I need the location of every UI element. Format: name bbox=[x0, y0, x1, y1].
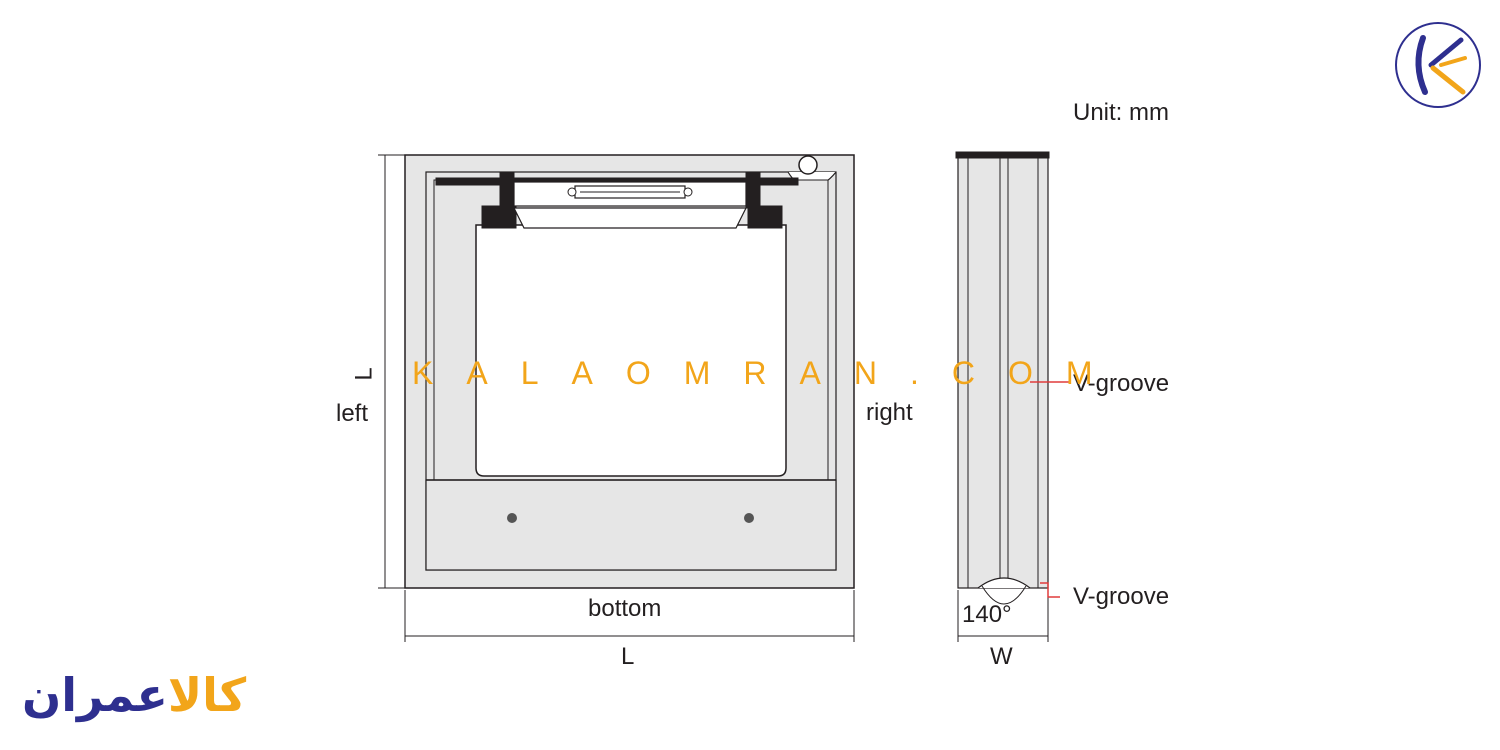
vial-screw-right bbox=[683, 187, 693, 197]
width-label: W bbox=[990, 643, 1013, 670]
v-groove-top-label: V-groove bbox=[1073, 370, 1170, 397]
brand-logo: کالاعمران bbox=[22, 672, 248, 718]
kalaomran-k-logo-icon bbox=[1395, 22, 1481, 108]
angle-label: 140° bbox=[962, 601, 1012, 628]
side-view bbox=[955, 151, 1050, 642]
left-label: left bbox=[336, 400, 369, 427]
window-opening bbox=[475, 224, 787, 477]
clamp-right-foot bbox=[747, 205, 783, 229]
length-bottom-label: L bbox=[621, 643, 635, 670]
side-top-cap bbox=[955, 151, 1050, 159]
brand-logo-main: عمران bbox=[22, 668, 170, 722]
clamp-left-foot bbox=[481, 205, 517, 229]
clamp-left-post bbox=[499, 171, 515, 209]
right-label: right bbox=[866, 399, 913, 426]
brand-logo-accent: کالا bbox=[167, 668, 248, 722]
watermark-text: KALAOMRAN.COM bbox=[412, 355, 1126, 391]
dimensions-front bbox=[378, 154, 855, 642]
vial-assembly bbox=[435, 171, 799, 229]
screw-right bbox=[744, 513, 754, 523]
angle-arc bbox=[981, 585, 1027, 605]
hanging-hole bbox=[798, 155, 818, 175]
screw-left bbox=[507, 513, 517, 523]
bottom-label: bottom bbox=[588, 595, 662, 622]
clamp-right-post bbox=[745, 171, 761, 209]
leaders bbox=[1030, 381, 1070, 598]
vial-screw-left bbox=[567, 187, 577, 197]
bottom-v-groove bbox=[977, 577, 1031, 589]
unit-label: Unit: mm bbox=[1073, 99, 1169, 126]
v-groove-bottom-label: V-groove bbox=[1073, 583, 1170, 610]
vial-shield bbox=[513, 207, 747, 229]
base-block bbox=[425, 479, 837, 571]
